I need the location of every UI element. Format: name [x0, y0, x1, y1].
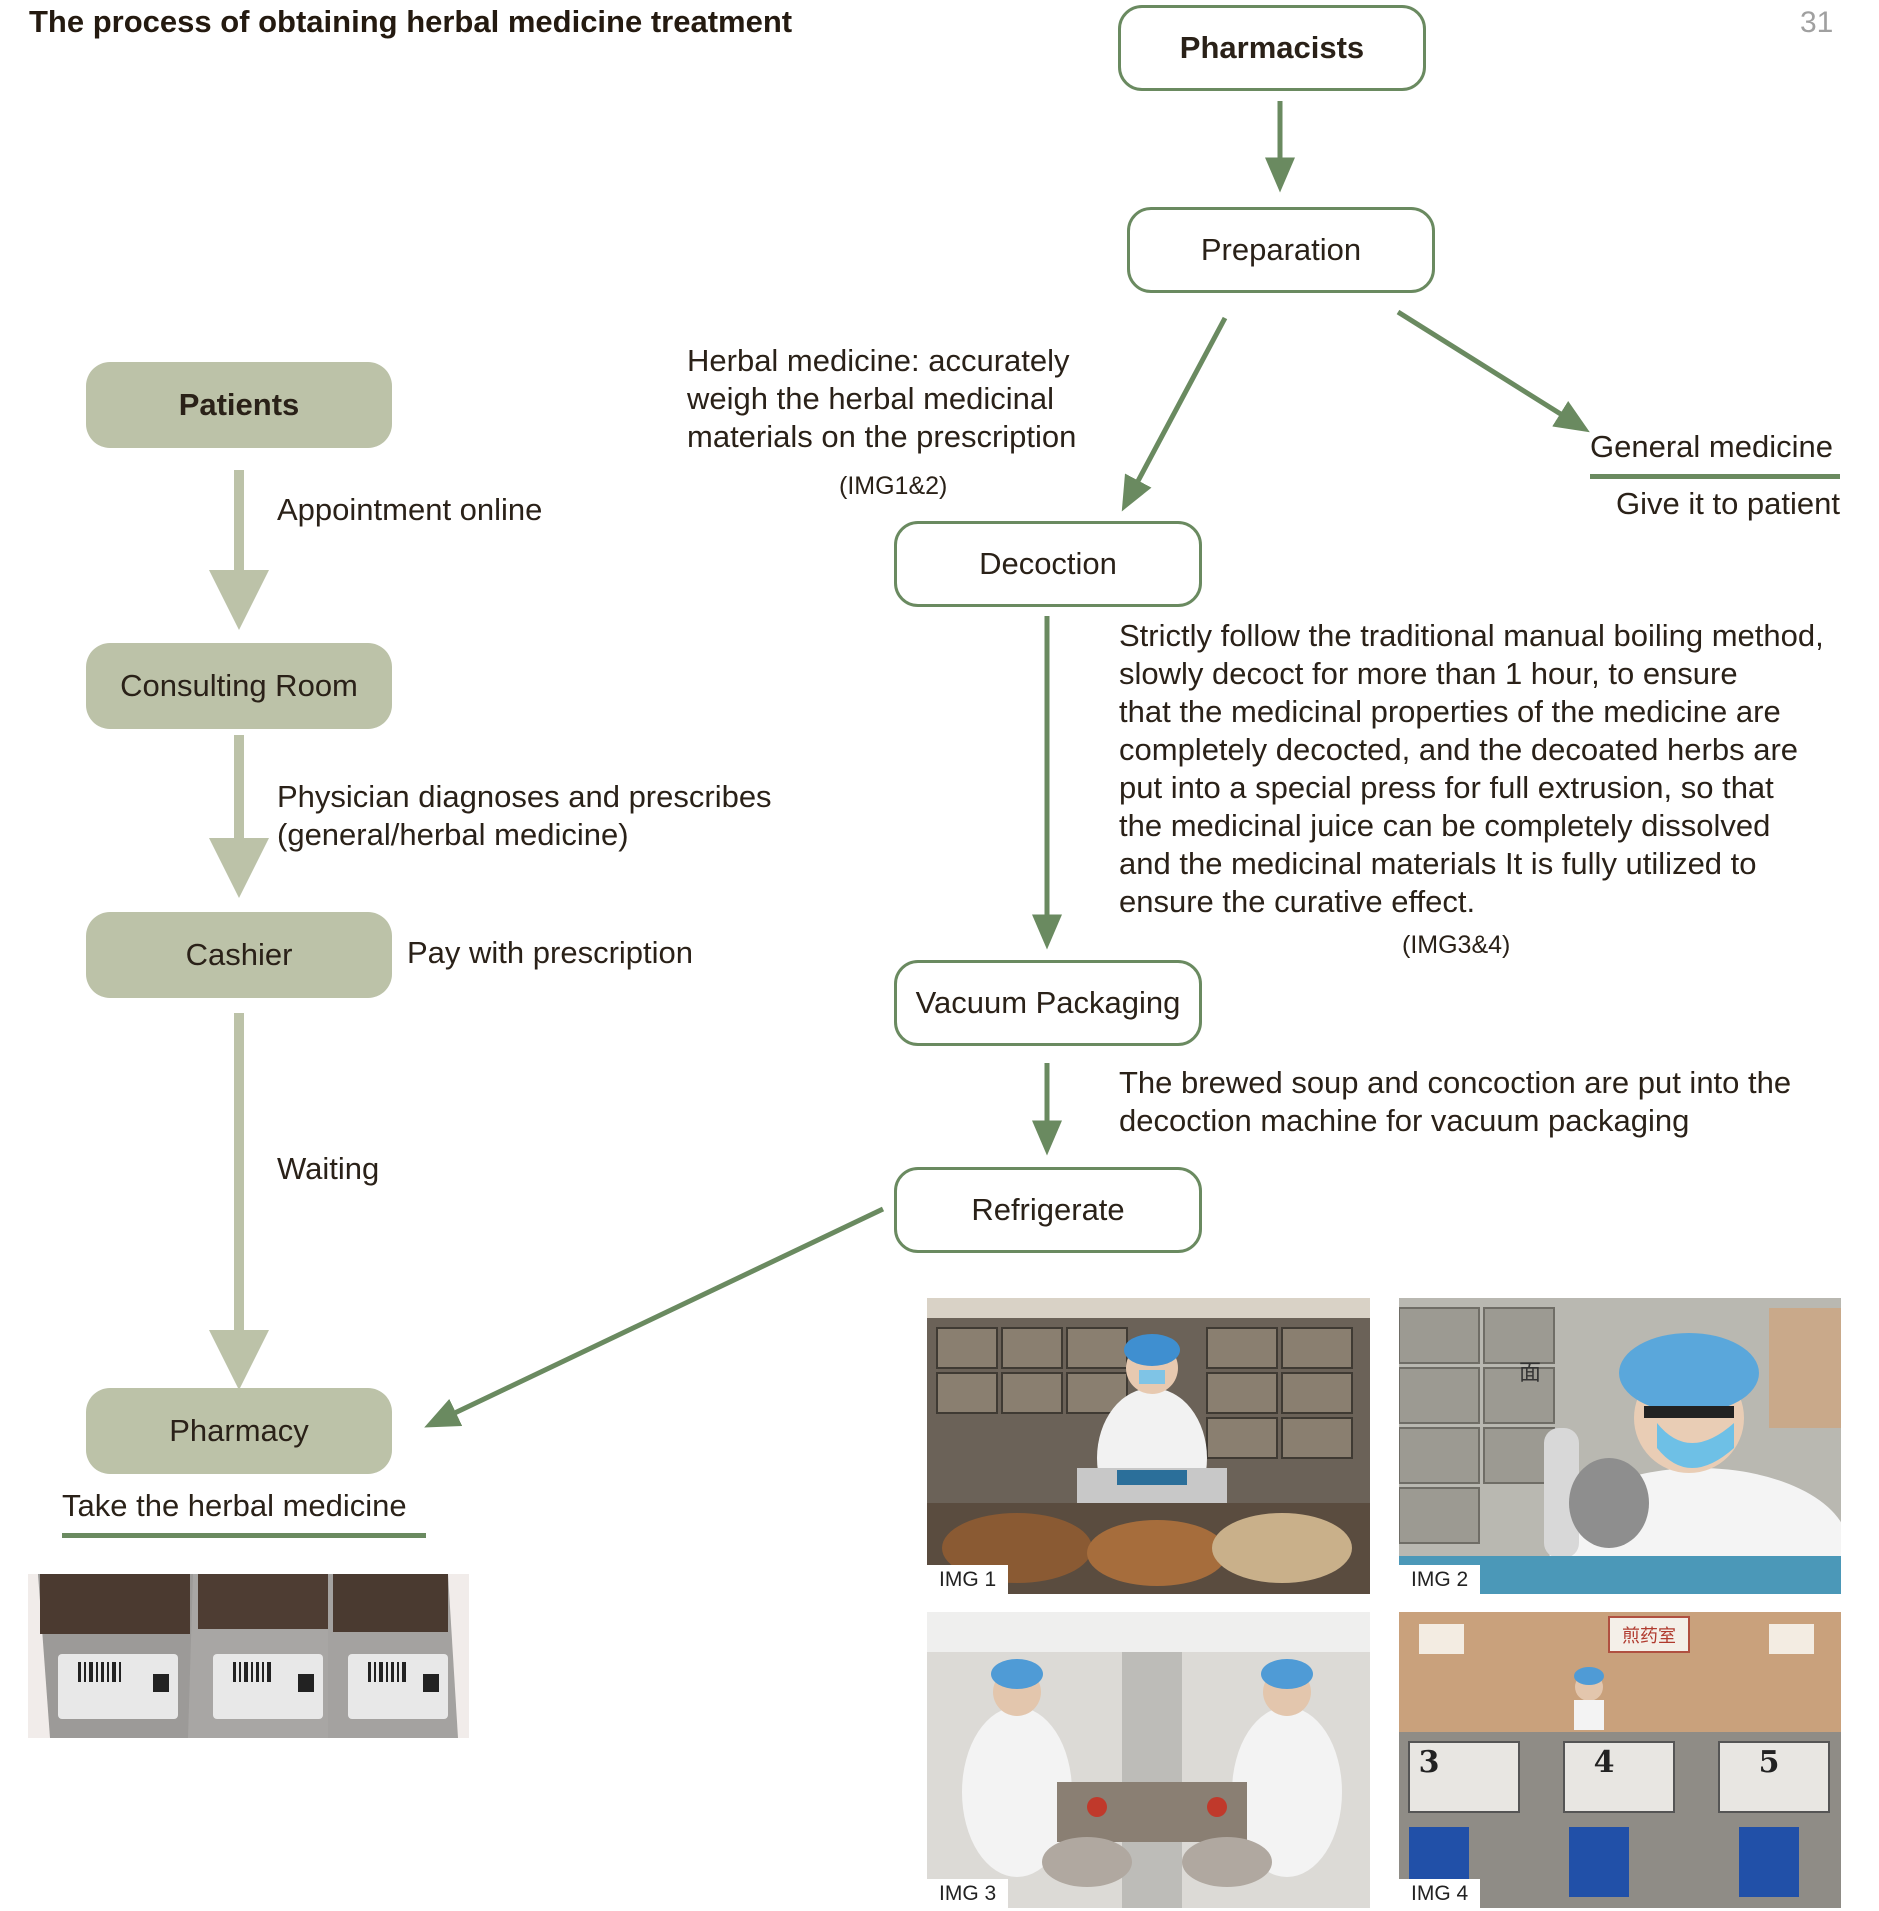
medicine-bags-illustration [28, 1574, 469, 1738]
diagnosis-label-line2: (general/herbal medicine) [277, 817, 629, 852]
decoction-note-line: Strictly follow the traditional manual b… [1119, 618, 1824, 653]
waiting-label: Waiting [277, 1151, 380, 1186]
pharmacy-node: Pharmacy [86, 1388, 392, 1474]
packaging-note: The brewed soup and concoction are put i… [1119, 1064, 1791, 1140]
herbal-note: Herbal medicine: accurately weigh the he… [687, 342, 1076, 456]
decoction-note-line: ensure the curative effect. [1119, 884, 1476, 919]
decoction-node: Decoction [894, 521, 1202, 607]
img1-illustration [927, 1298, 1370, 1594]
img4-sign-text: 煎药室 [1622, 1626, 1676, 1647]
decoction-note-line: put into a special press for full extrus… [1119, 770, 1774, 805]
decoction-note-line: that the medicinal properties of the med… [1119, 694, 1781, 729]
img4-machine-number: 5 [1759, 1745, 1780, 1780]
img4-label: IMG 4 [1399, 1879, 1481, 1908]
decoction-note-line: and the medicinal materials It is fully … [1119, 846, 1757, 881]
give-to-patient-label: Give it to patient [1615, 486, 1840, 521]
decoction-note-line: the medicinal juice can be completely di… [1119, 808, 1771, 843]
cashier-node: Cashier [86, 912, 392, 998]
packaging-note-line1: The brewed soup and concoction are put i… [1119, 1065, 1792, 1100]
refrigerate-node: Refrigerate [894, 1167, 1202, 1253]
img2-label: IMG 2 [1399, 1565, 1481, 1594]
decoction-note-line: completely decocted, and the decoated he… [1119, 732, 1799, 767]
appointment-label: Appointment online [277, 492, 543, 527]
page-number: 31 [1800, 6, 1834, 39]
img4-photo: 煎药室 3 4 5 IMG 4 [1399, 1612, 1841, 1908]
img2-sign-text: 面 [1519, 1361, 1541, 1386]
herbal-note-line2: weigh the herbal medicinal [687, 381, 1055, 416]
diagnosis-label-line1: Physician diagnoses and prescribes [277, 779, 772, 814]
img3-illustration [927, 1612, 1370, 1908]
decoction-note: Strictly follow the traditional manual b… [1119, 617, 1824, 921]
arrow-refrigerate-to-pharmacy [424, 1206, 885, 1428]
arrow-preparation-to-general [1396, 309, 1590, 433]
arrow-preparation-to-decoction [1121, 316, 1228, 512]
decoction-note-ref: (IMG3&4) [1402, 931, 1511, 959]
img1-label: IMG 1 [927, 1565, 1009, 1594]
general-medicine-underline [1590, 474, 1840, 479]
take-medicine-underline [62, 1533, 426, 1538]
take-medicine-label: Take the herbal medicine [62, 1488, 407, 1523]
img4-machine-number: 4 [1594, 1745, 1615, 1780]
diagnosis-label: Physician diagnoses and prescribes (gene… [277, 778, 772, 854]
page-title: The process of obtaining herbal medicine… [29, 4, 793, 39]
herbal-note-line3: materials on the prescription [687, 419, 1077, 454]
img1-photo: IMG 1 [927, 1298, 1370, 1594]
patients-node: Patients [86, 362, 392, 448]
preparation-node: Preparation [1127, 207, 1435, 293]
consulting-room-node: Consulting Room [86, 643, 392, 729]
packaging-note-line2: decoction machine for vacuum packaging [1119, 1103, 1690, 1138]
img3-label: IMG 3 [927, 1879, 1009, 1908]
general-medicine-label: General medicine [1590, 429, 1833, 464]
img2-photo: 面 IMG 2 [1399, 1298, 1841, 1594]
img4-illustration: 煎药室 3 4 5 [1399, 1612, 1841, 1908]
img3-photo: IMG 3 [927, 1612, 1370, 1908]
medicine-bags-photo [28, 1574, 469, 1738]
img4-machine-number: 3 [1419, 1745, 1440, 1780]
decoction-note-line: slowly decoct for more than 1 hour, to e… [1119, 656, 1738, 691]
img2-illustration: 面 [1399, 1298, 1841, 1594]
herbal-note-line1: Herbal medicine: accurately [687, 343, 1070, 378]
payment-label: Pay with prescription [407, 935, 694, 970]
herbal-note-ref: (IMG1&2) [839, 472, 948, 500]
pharmacists-node: Pharmacists [1118, 5, 1426, 91]
vacuum-packaging-node: Vacuum Packaging [894, 960, 1202, 1046]
